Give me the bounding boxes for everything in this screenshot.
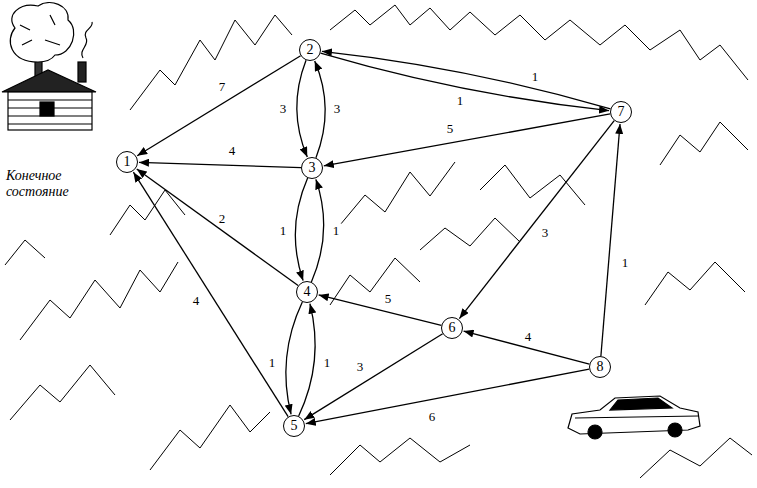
illustration-stroke (645, 262, 745, 305)
car (568, 396, 700, 439)
illustration-stroke (10, 365, 115, 420)
transition-arrow (319, 295, 442, 325)
illustration-stroke (668, 423, 682, 437)
transition-arrow (324, 114, 610, 166)
transition-arrow (139, 162, 301, 167)
state-number: 4 (304, 285, 311, 299)
edge-cost: 5 (445, 122, 456, 135)
illustration-stroke (8, 100, 92, 124)
illustration-stroke (130, 15, 292, 110)
edge-cost: 1 (278, 224, 289, 237)
edge-cost: 4 (523, 330, 534, 343)
mountain-ridges (5, 5, 752, 478)
illustration-stroke (420, 218, 520, 250)
illustration-stroke (40, 102, 54, 116)
transition-arrow (306, 369, 589, 424)
transition-arrow (137, 169, 298, 286)
transition-arrow (297, 60, 307, 157)
state-circle: 3 (301, 157, 323, 179)
transition-arrow (459, 121, 614, 319)
edge-cost: 4 (227, 144, 238, 157)
illustration-stroke (330, 438, 470, 475)
transition-arrow (295, 178, 307, 281)
transition-arrow (321, 53, 610, 111)
transition-arrow (601, 124, 620, 356)
state-number: 8 (597, 360, 604, 374)
transition-arrow (315, 61, 325, 158)
transition-arrow (133, 172, 288, 417)
state-circle: 4 (296, 281, 318, 303)
illustration-stroke (610, 398, 672, 410)
illustration-stroke (660, 122, 748, 165)
state-circle: 7 (610, 101, 632, 123)
edge-cost: 1 (455, 94, 466, 107)
state-number: 2 (307, 43, 314, 57)
terminal-state-caption: Конечное состояние (4, 168, 100, 200)
transition-arrow (311, 179, 323, 282)
illustration-stroke (110, 190, 185, 235)
edge-cost: 3 (355, 360, 366, 373)
edge-cost: 7 (217, 80, 228, 93)
edge-cost: 3 (278, 102, 289, 115)
state-number: 5 (291, 419, 298, 433)
illustration-stroke (8, 92, 92, 130)
edge-cost: 3 (332, 102, 343, 115)
state-number: 3 (309, 161, 316, 175)
edge-cost: 1 (267, 356, 278, 369)
transition-arrow (137, 56, 300, 156)
state-circle: 6 (441, 317, 463, 339)
edge-cost: 1 (322, 356, 333, 369)
illustration-stroke (20, 15, 60, 45)
illustration-stroke (480, 165, 585, 205)
edge-cost: 1 (620, 256, 631, 269)
illustration-stroke (150, 405, 270, 470)
edge-cost: 3 (540, 226, 551, 239)
state-number: 7 (618, 105, 625, 119)
state-circle: 2 (299, 39, 321, 61)
transition-arrow (299, 304, 315, 416)
illustration-stroke (10, 3, 73, 62)
state-number: 1 (124, 155, 131, 169)
illustration-stroke (340, 162, 455, 225)
state-number: 6 (449, 321, 456, 335)
edge-cost: 1 (530, 70, 541, 83)
cabin (2, 3, 96, 130)
illustration-stroke (78, 62, 86, 82)
illustration-stroke (640, 438, 752, 478)
edge-cost: 4 (191, 294, 202, 307)
illustration-stroke (575, 416, 698, 418)
illustration-stroke (330, 258, 420, 305)
state-circle: 1 (116, 151, 138, 173)
illustration-stroke (20, 262, 178, 340)
transition-arrow (322, 51, 611, 109)
illustration-stroke (82, 22, 92, 58)
state-circle: 5 (283, 415, 305, 437)
illustration-stroke (588, 425, 602, 439)
transition-arrow (304, 334, 442, 420)
edge-cost: 6 (427, 410, 438, 423)
edge-cost: 1 (331, 224, 342, 237)
illustration-stroke (5, 240, 45, 265)
state-circle: 8 (589, 356, 611, 378)
transition-arrow (286, 302, 302, 414)
edge-cost: 2 (217, 212, 228, 225)
edge-cost: 5 (383, 292, 394, 305)
